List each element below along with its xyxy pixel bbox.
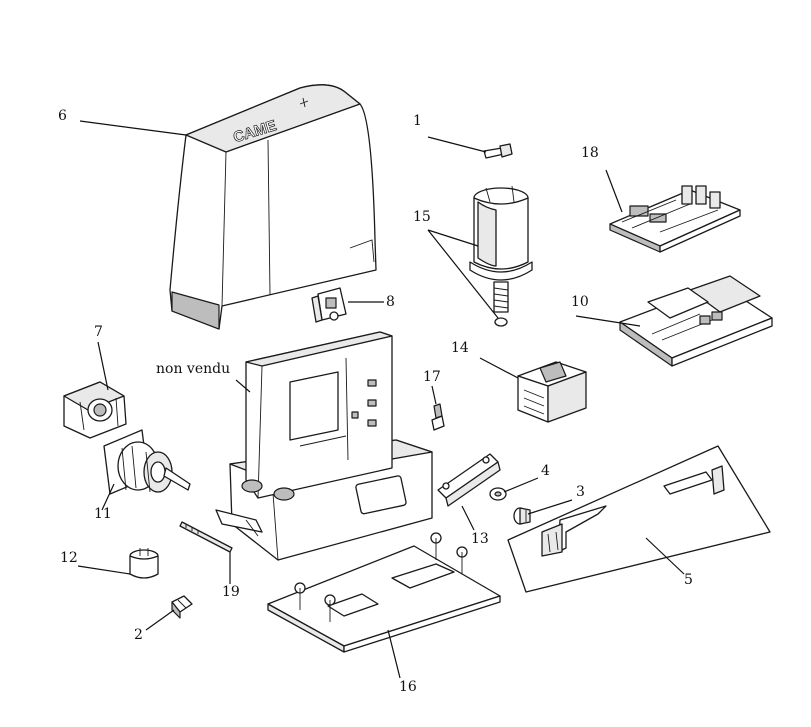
leader-2 — [145, 609, 175, 631]
leader-non-vendu — [235, 379, 251, 393]
label-7: 7 — [94, 324, 103, 340]
part-1-pin — [483, 143, 513, 159]
leader-3 — [527, 499, 573, 515]
label-3: 3 — [576, 484, 585, 500]
label-19: 19 — [222, 584, 240, 600]
part-7-gear-housing — [63, 381, 127, 439]
leader-7 — [97, 341, 109, 391]
leader-16 — [387, 629, 401, 679]
label-non-vendu: non vendu — [156, 361, 231, 377]
label-18: 18 — [581, 145, 599, 161]
leader-14 — [479, 357, 519, 379]
part-4-nut — [489, 487, 507, 501]
part-5-release-set — [507, 445, 771, 593]
leader-11 — [101, 483, 115, 511]
leader-12 — [77, 565, 131, 575]
label-10: 10 — [571, 294, 589, 310]
label-12: 12 — [60, 550, 78, 566]
leader-13 — [461, 505, 475, 531]
label-6: 6 — [58, 108, 67, 124]
part-15-motor — [469, 185, 533, 327]
leader-4 — [503, 477, 539, 493]
part-13-plate — [437, 453, 501, 507]
leader-10 — [575, 315, 641, 327]
label-17: 17 — [423, 369, 441, 385]
part-18-board — [609, 185, 741, 253]
label-4: 4 — [541, 463, 550, 479]
part-housing-base — [215, 331, 433, 561]
leader-15b — [427, 229, 499, 319]
part-14-transformer — [517, 361, 587, 423]
label-16: 16 — [399, 679, 417, 695]
part-6-cover: CAME — [169, 84, 377, 330]
label-8: 8 — [386, 294, 395, 310]
part-11-gear-assembly — [103, 429, 191, 495]
part-3-knob — [513, 507, 531, 525]
leader-17 — [431, 385, 437, 405]
part-2-clip — [171, 595, 193, 619]
leader-5 — [645, 537, 685, 575]
part-17-connector — [431, 403, 445, 431]
label-14: 14 — [451, 340, 469, 356]
leader-1 — [427, 136, 487, 153]
label-1: 1 — [413, 113, 422, 129]
leader-lines — [77, 120, 685, 679]
part-16-base-plate — [267, 532, 501, 653]
leader-6 — [79, 120, 187, 136]
label-11: 11 — [94, 506, 112, 522]
leader-18 — [605, 169, 623, 213]
label-15: 15 — [413, 209, 431, 225]
part-8-sensor — [311, 287, 347, 323]
part-10-box — [619, 275, 773, 367]
label-2: 2 — [134, 627, 143, 643]
label-5: 5 — [684, 572, 693, 588]
leader-15a — [427, 229, 479, 247]
label-13: 13 — [471, 531, 489, 547]
part-19-rod — [179, 521, 233, 553]
part-12-bushing — [129, 548, 159, 579]
